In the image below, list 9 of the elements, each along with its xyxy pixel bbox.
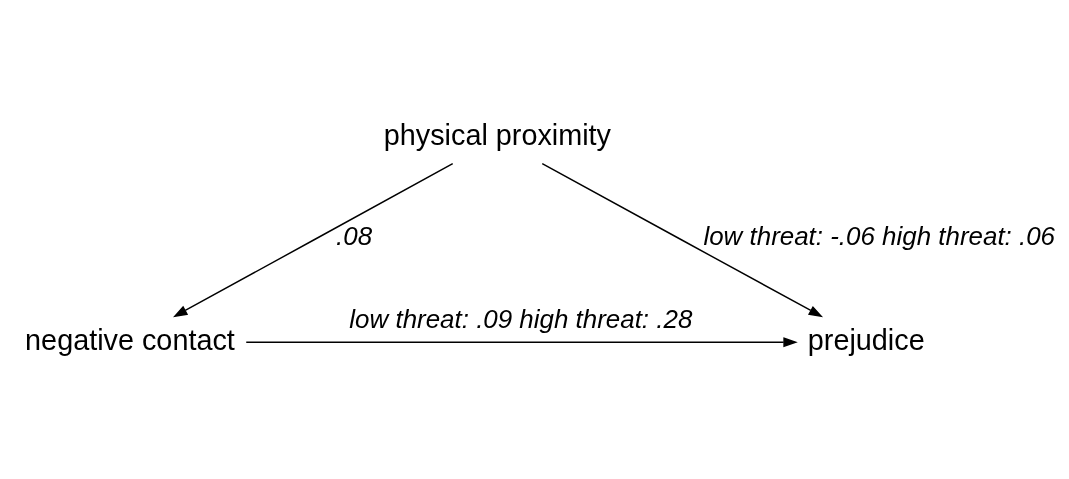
edge-label: low threat: .09 high threat: .28: [349, 304, 693, 333]
edge-label: .08: [336, 221, 373, 250]
node-text: negative contact: [25, 323, 235, 356]
arrow: [245, 336, 798, 347]
edge-label: low threat: -.06 high threat: .06: [703, 221, 1056, 250]
node-text: physical proximity: [383, 118, 612, 151]
arrow: [173, 162, 454, 317]
node-text: prejudice: [807, 323, 925, 356]
arrow: [541, 162, 824, 317]
